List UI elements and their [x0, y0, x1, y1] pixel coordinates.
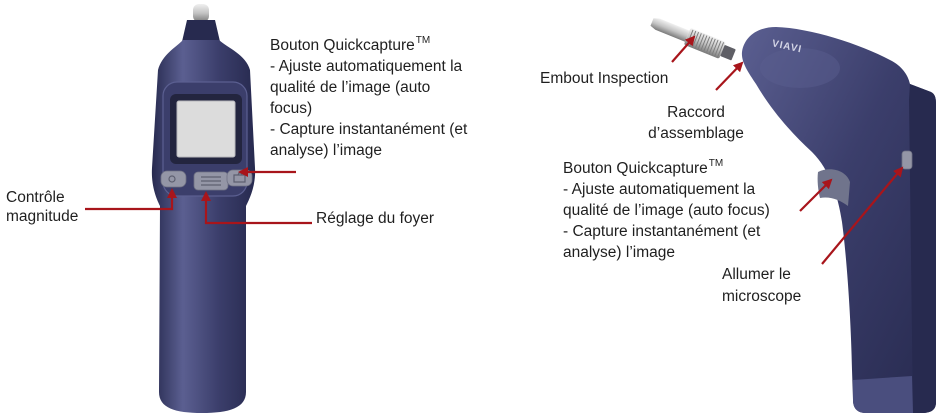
callout-line: - Capture instantanément (et: [270, 121, 468, 138]
left-inspection-probe: [151, 4, 256, 413]
focus-lines-icon: [201, 176, 221, 186]
callout-line: analyse) l’image: [270, 142, 382, 159]
left-probe-neck: [181, 20, 221, 46]
right-quickcapture-callout: Bouton QuickcaptureTM - Ajuste automatiq…: [563, 158, 770, 263]
callout-title: Bouton QuickcaptureTM: [270, 35, 467, 56]
callout-arrows: [85, 35, 904, 265]
callout-title-text: Bouton Quickcapture: [563, 160, 708, 177]
arrow-quickcapture-right: [799, 178, 833, 212]
callout-line: - Ajuste automatiquement la: [563, 181, 756, 198]
callout-line: Contrôle: [6, 189, 65, 206]
right-microscope-body: [741, 27, 936, 413]
inspection-tip-barrel: [650, 18, 690, 42]
magnitude-button: [160, 170, 187, 188]
power-button: [901, 150, 913, 170]
coupler-ring: [720, 45, 736, 61]
callout-title-text: Bouton Quickcapture: [270, 37, 415, 54]
inspection-tip-callout: Embout Inspection: [540, 68, 668, 89]
magnitude-callout: Contrôle magnitude: [6, 188, 78, 226]
callout-line: focus): [270, 100, 313, 117]
focus-callout: Réglage du foyer: [316, 208, 434, 229]
power-callout: Allumer le microscope: [722, 264, 801, 308]
callout-line: microscope: [722, 288, 802, 305]
callout-line: - Capture instantanément (et: [563, 223, 761, 240]
left-probe-screen: [176, 100, 236, 158]
coupler-callout: Raccord d’assemblage: [636, 102, 756, 144]
trademark-superscript: TM: [708, 158, 724, 169]
magnify-icon: [168, 175, 176, 183]
callout-line: d’assemblage: [648, 125, 744, 142]
arrow-inspection-tip: [671, 35, 696, 63]
right-microscope: VIAVI: [650, 18, 936, 413]
left-quickcapture-callout: Bouton QuickcaptureTM - Ajuste automatiq…: [270, 35, 467, 161]
right-microscope-hump-highlight: [760, 48, 840, 88]
right-quickcapture-trigger: [817, 169, 850, 206]
trademark-superscript: TM: [415, 35, 431, 46]
right-microscope-foot: [853, 376, 913, 413]
callout-line: - Ajuste automatiquement la: [270, 58, 463, 75]
focus-button: [193, 171, 229, 191]
arrow-focus: [201, 191, 312, 225]
left-probe-tip: [193, 4, 209, 22]
callout-line: Réglage du foyer: [316, 210, 435, 227]
arrow-magnitude: [85, 188, 177, 211]
callout-line: qualité de l’image (auto focus): [563, 202, 770, 219]
callout-line: magnitude: [6, 208, 79, 225]
callout-line: Raccord: [667, 104, 725, 121]
callout-line: Allumer le: [722, 266, 791, 283]
right-microscope-back-panel: [909, 84, 936, 413]
callout-line: analyse) l’image: [563, 244, 675, 261]
callout-title: Bouton QuickcaptureTM: [563, 158, 770, 179]
arrow-coupler: [715, 61, 744, 91]
arrow-power: [821, 166, 904, 265]
callout-line: Embout Inspection: [540, 70, 669, 87]
callout-line: qualité de l’image (auto: [270, 79, 431, 96]
